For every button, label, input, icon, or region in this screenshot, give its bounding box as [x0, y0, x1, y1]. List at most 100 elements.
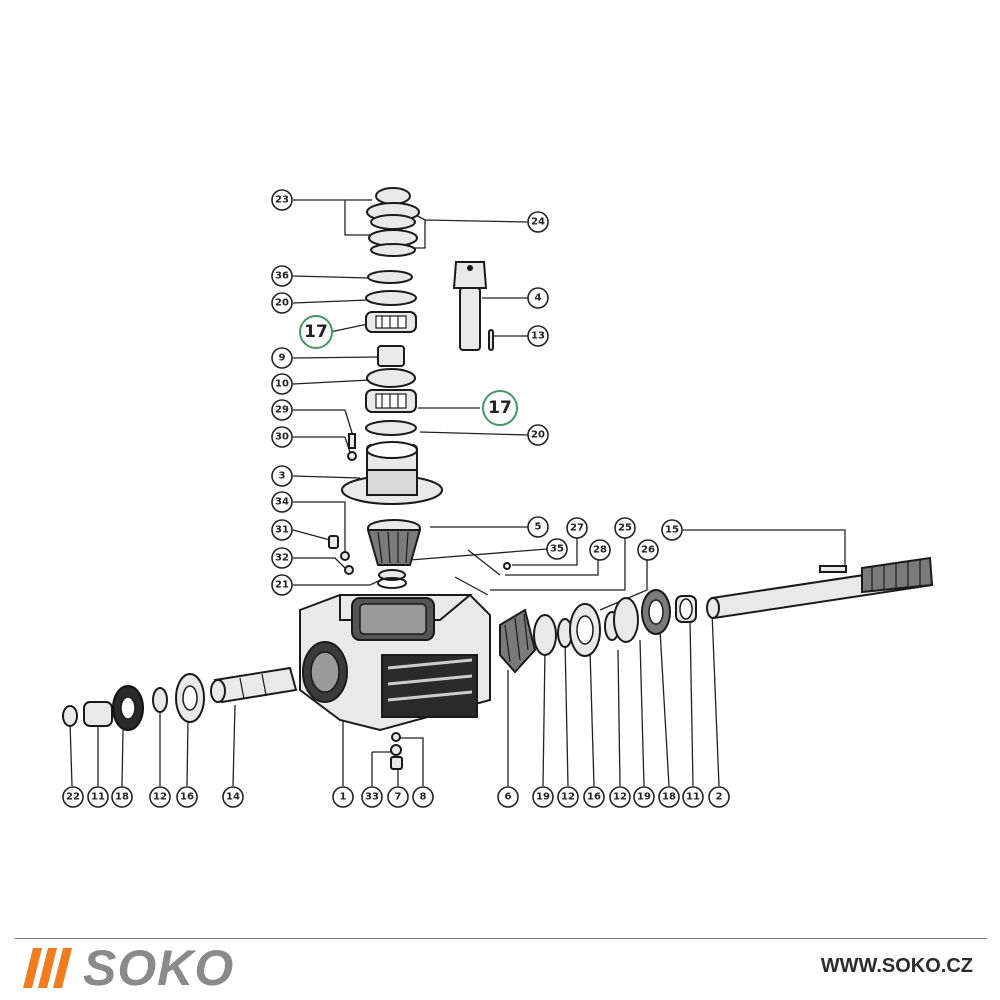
part-31-screw: [328, 535, 339, 549]
part-label: 21: [271, 574, 293, 596]
part-label: 13: [527, 325, 549, 347]
part-labels: 23 24 36 4 20 13 17 9 10 17 29 20 30 3 3…: [62, 189, 730, 808]
horizontal-shaft: [706, 556, 934, 620]
part-label: 19: [532, 786, 554, 808]
part-33-washer: [390, 744, 402, 756]
part-label: 20: [271, 292, 293, 314]
part-15-key: [819, 565, 847, 573]
part-27-pin: [503, 562, 511, 570]
part-12-circlip-left: [152, 687, 168, 713]
part-10-washer: [366, 368, 416, 388]
part-label: 12: [609, 786, 631, 808]
part-label: 19: [633, 786, 655, 808]
part-label: 18: [111, 786, 133, 808]
logo-text: SOKO: [83, 940, 235, 996]
part-label: 23: [271, 189, 293, 211]
part-7-plug: [390, 756, 403, 770]
svg-text:11: 11: [91, 792, 105, 803]
part-label: 16: [583, 786, 605, 808]
part-label: 2: [708, 786, 730, 808]
part-20-circlip: [365, 290, 417, 306]
svg-text:30: 30: [275, 432, 289, 443]
part-label: 28: [589, 539, 611, 561]
svg-text:3: 3: [279, 471, 286, 482]
svg-text:31: 31: [275, 525, 289, 536]
part-label: 5: [527, 516, 549, 538]
svg-text:34: 34: [275, 497, 289, 508]
part-label: 8: [412, 786, 434, 808]
svg-text:19: 19: [637, 792, 651, 803]
svg-text:29: 29: [275, 405, 289, 416]
svg-text:22: 22: [66, 792, 80, 803]
part-label: 7: [387, 786, 409, 808]
svg-text:18: 18: [115, 792, 129, 803]
part-30-washer: [347, 451, 357, 461]
svg-text:12: 12: [561, 792, 575, 803]
part-20-circlip-lower: [365, 420, 417, 436]
part-label: 27: [566, 517, 588, 539]
svg-text:28: 28: [593, 545, 607, 556]
svg-text:13: 13: [531, 331, 545, 342]
part-11-bushing-left: [83, 701, 113, 727]
part-24-washer-top: [370, 214, 416, 230]
part-label: 31: [271, 519, 293, 541]
part-9-spacer: [377, 345, 405, 367]
part-29-bolt: [348, 433, 356, 449]
part-8-washer: [391, 732, 401, 742]
part-label: 15: [661, 519, 683, 541]
svg-text:26: 26: [641, 545, 655, 556]
svg-text:25: 25: [618, 523, 632, 534]
svg-text:16: 16: [587, 792, 601, 803]
part-label: 9: [271, 347, 293, 369]
part-13-pin: [488, 329, 494, 351]
part-label: 12: [149, 786, 171, 808]
part-label: 22: [62, 786, 84, 808]
part-label: 11: [87, 786, 109, 808]
part-1-main-housing: [299, 594, 491, 732]
svg-text:35: 35: [550, 544, 564, 555]
svg-text:1: 1: [340, 792, 347, 803]
svg-text:19: 19: [536, 792, 550, 803]
svg-text:7: 7: [395, 792, 402, 803]
part-34-washer: [340, 551, 350, 561]
part-label: 16: [176, 786, 198, 808]
part-label: 32: [271, 547, 293, 569]
svg-text:32: 32: [275, 553, 289, 564]
svg-text:10: 10: [275, 379, 289, 390]
shaft-bolt-assembly: [452, 261, 494, 351]
svg-text:27: 27: [570, 523, 584, 534]
website-link[interactable]: WWW.SOKO.CZ: [820, 955, 973, 977]
svg-text:11: 11: [686, 792, 700, 803]
part-24-washer-inner: [370, 243, 416, 257]
svg-text:9: 9: [279, 353, 286, 364]
part-label: 29: [271, 399, 293, 421]
part-label: 35: [546, 538, 568, 560]
part-19-ring: [533, 614, 557, 656]
part-label: 6: [497, 786, 519, 808]
part-32-washer: [344, 565, 354, 575]
part-28-rod: [454, 576, 489, 596]
svg-text:12: 12: [153, 792, 167, 803]
left-shaft-components: [62, 666, 298, 731]
svg-text:16: 16: [180, 792, 194, 803]
part-22-circlip: [62, 705, 78, 727]
highlight-label: 17: [299, 315, 333, 349]
part-label: 26: [637, 539, 659, 561]
part-label: 24: [527, 211, 549, 233]
part-label: 3: [271, 465, 293, 487]
part-14-sleeve: [213, 666, 298, 704]
part-label: 30: [271, 426, 293, 448]
part-36-shim: [367, 270, 413, 284]
leader-lines: [69, 199, 846, 787]
part-label: 12: [557, 786, 579, 808]
part-5-bevel-gear: [366, 529, 422, 566]
part-label: 36: [271, 265, 293, 287]
part-label: 20: [527, 424, 549, 446]
svg-text:5: 5: [535, 522, 542, 533]
part-label: 11: [682, 786, 704, 808]
part-label: 14: [222, 786, 244, 808]
svg-text:17: 17: [488, 398, 512, 418]
part-label: 25: [614, 517, 636, 539]
svg-text:2: 2: [716, 792, 723, 803]
